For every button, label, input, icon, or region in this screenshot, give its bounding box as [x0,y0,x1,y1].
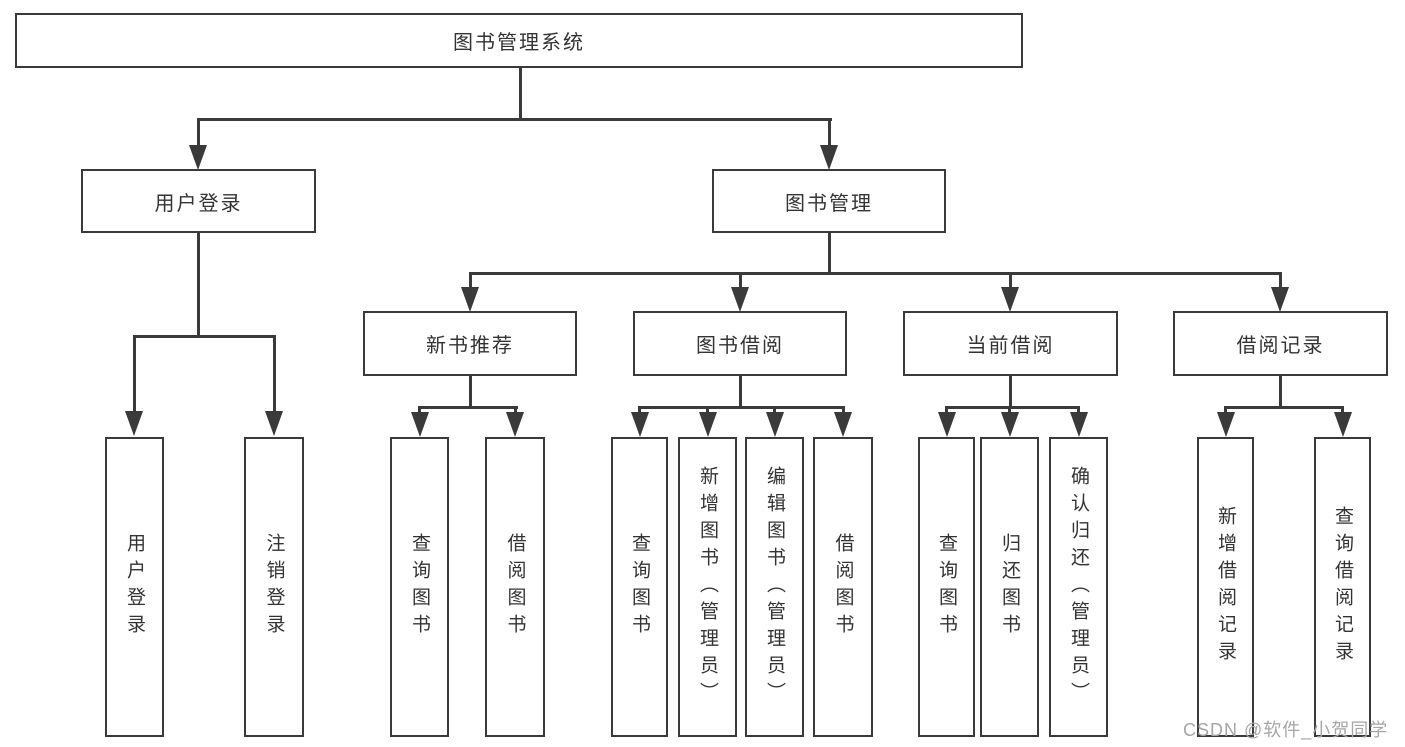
node-label: 查询图书 [936,533,957,641]
arrow-down-icon [731,287,749,312]
arrow-down-icon [937,412,956,437]
node-label: 借阅图书 [504,533,526,641]
node-label: 查询图书 [629,533,650,641]
node-label: 借阅图书 [832,533,854,641]
edge-group-split [638,405,845,409]
leaf-add-borrow-record: 新增借阅记录 [1197,437,1254,737]
arrow-down-icon [698,412,717,437]
edge-root-split [196,118,832,121]
node-label: 图书管理 [785,192,873,215]
node-label: 用户登录 [124,533,145,641]
leaf-add-book-admin: 新增图书（管理员） [678,437,737,737]
arrow-down-icon [1271,287,1289,312]
arrow-down-icon [1000,412,1019,437]
node-label: 确认归还（管理员） [1068,465,1089,709]
node-label: 编辑图书（管理员） [764,465,785,709]
leaf-query-books-borrow: 查询图书 [611,437,668,737]
edge-group-drop [738,375,742,409]
node-label: 注销登录 [263,533,285,641]
edge-to-book-borrow [738,272,742,290]
edge-to-leaf [841,405,845,418]
watermark: CSDN @软件_小贺同学 [1183,720,1389,740]
leaf-logout: 注销登录 [244,437,304,737]
leaf-query-books-recommend: 查询图书 [390,437,449,737]
arrow-down-icon [1333,412,1352,437]
arrow-down-icon [820,145,838,170]
leaf-query-borrow-record: 查询借阅记录 [1314,437,1371,737]
edge-group-split [418,405,518,409]
edge-book-management-split [468,272,1282,275]
edge-group-drop [468,375,472,409]
edge-to-leaf [945,405,948,418]
node-label: 新书推荐 [426,335,514,357]
node-new-book-recommend: 新书推荐 [363,311,577,376]
node-label: 查询图书 [409,533,430,641]
leaf-confirm-return-admin: 确认归还（管理员） [1049,437,1108,737]
node-label: 当前借阅 [966,335,1055,357]
node-label: 查询借阅记录 [1332,506,1353,668]
leaf-user-login: 用户登录 [105,437,164,737]
node-current-borrow: 当前借阅 [903,311,1118,376]
edge-to-leaf [272,334,276,414]
edge-to-leaf [1224,405,1227,418]
arrow-down-icon [189,145,207,170]
edge-group-drop [1278,375,1282,409]
arrow-down-icon [1216,412,1235,437]
node-borrow-records: 借阅记录 [1173,311,1388,376]
edge-group-drop [1008,375,1012,409]
node-label: 新增借阅记录 [1215,506,1236,668]
arrow-down-icon [630,412,649,437]
arrow-down-icon [125,411,143,436]
node-label: 归还图书 [999,533,1020,641]
leaf-query-books-current: 查询图书 [918,437,975,737]
arrow-down-icon [765,412,784,437]
arrow-down-icon [1001,287,1019,312]
edge-to-leaf [773,405,776,418]
edge-to-leaf [132,334,136,414]
leaf-edit-book-admin: 编辑图书（管理员） [745,437,804,737]
node-book-borrow: 图书借阅 [633,311,847,376]
node-root: 图书管理系统 [15,13,1023,68]
edge-to-leaf [638,405,641,418]
leaf-borrow-books-recommend: 借阅图书 [485,437,545,737]
edge-to-current-borrow [1008,272,1012,290]
arrow-down-icon [410,412,429,437]
edge-user-login-drop [196,233,200,337]
edge-to-book-management [827,118,831,148]
leaf-return-book: 归还图书 [980,437,1039,737]
arrow-down-icon [834,412,852,437]
node-label: 新增图书（管理员） [697,465,718,709]
edge-user-login-split [132,334,276,338]
edge-root-drop [518,68,522,118]
edge-group-split [1224,405,1344,409]
edge-group-split [945,405,1080,409]
node-label: 图书借阅 [696,335,784,357]
edge-to-leaf [706,405,709,418]
edge-to-borrow-records [1278,272,1282,290]
edge-to-leaf [418,405,421,418]
edge-to-leaf [1008,405,1011,418]
edge-to-leaf [513,405,517,418]
arrow-down-icon [506,412,524,437]
node-user-login: 用户登录 [81,169,316,233]
arrow-down-icon [265,411,283,436]
node-label: 图书管理系统 [453,32,585,54]
edge-to-user-login [196,118,200,148]
edge-to-leaf [1077,405,1080,418]
arrow-down-icon [1069,412,1088,437]
edge-to-new-book-recommend [468,272,472,290]
leaf-borrow-books: 借阅图书 [813,437,873,737]
node-book-management: 图书管理 [712,169,946,233]
arrow-down-icon [461,287,479,312]
node-label: 用户登录 [154,192,243,215]
edge-book-management-drop [827,233,831,275]
edge-to-leaf [1341,405,1344,418]
node-label: 借阅记录 [1236,335,1325,357]
